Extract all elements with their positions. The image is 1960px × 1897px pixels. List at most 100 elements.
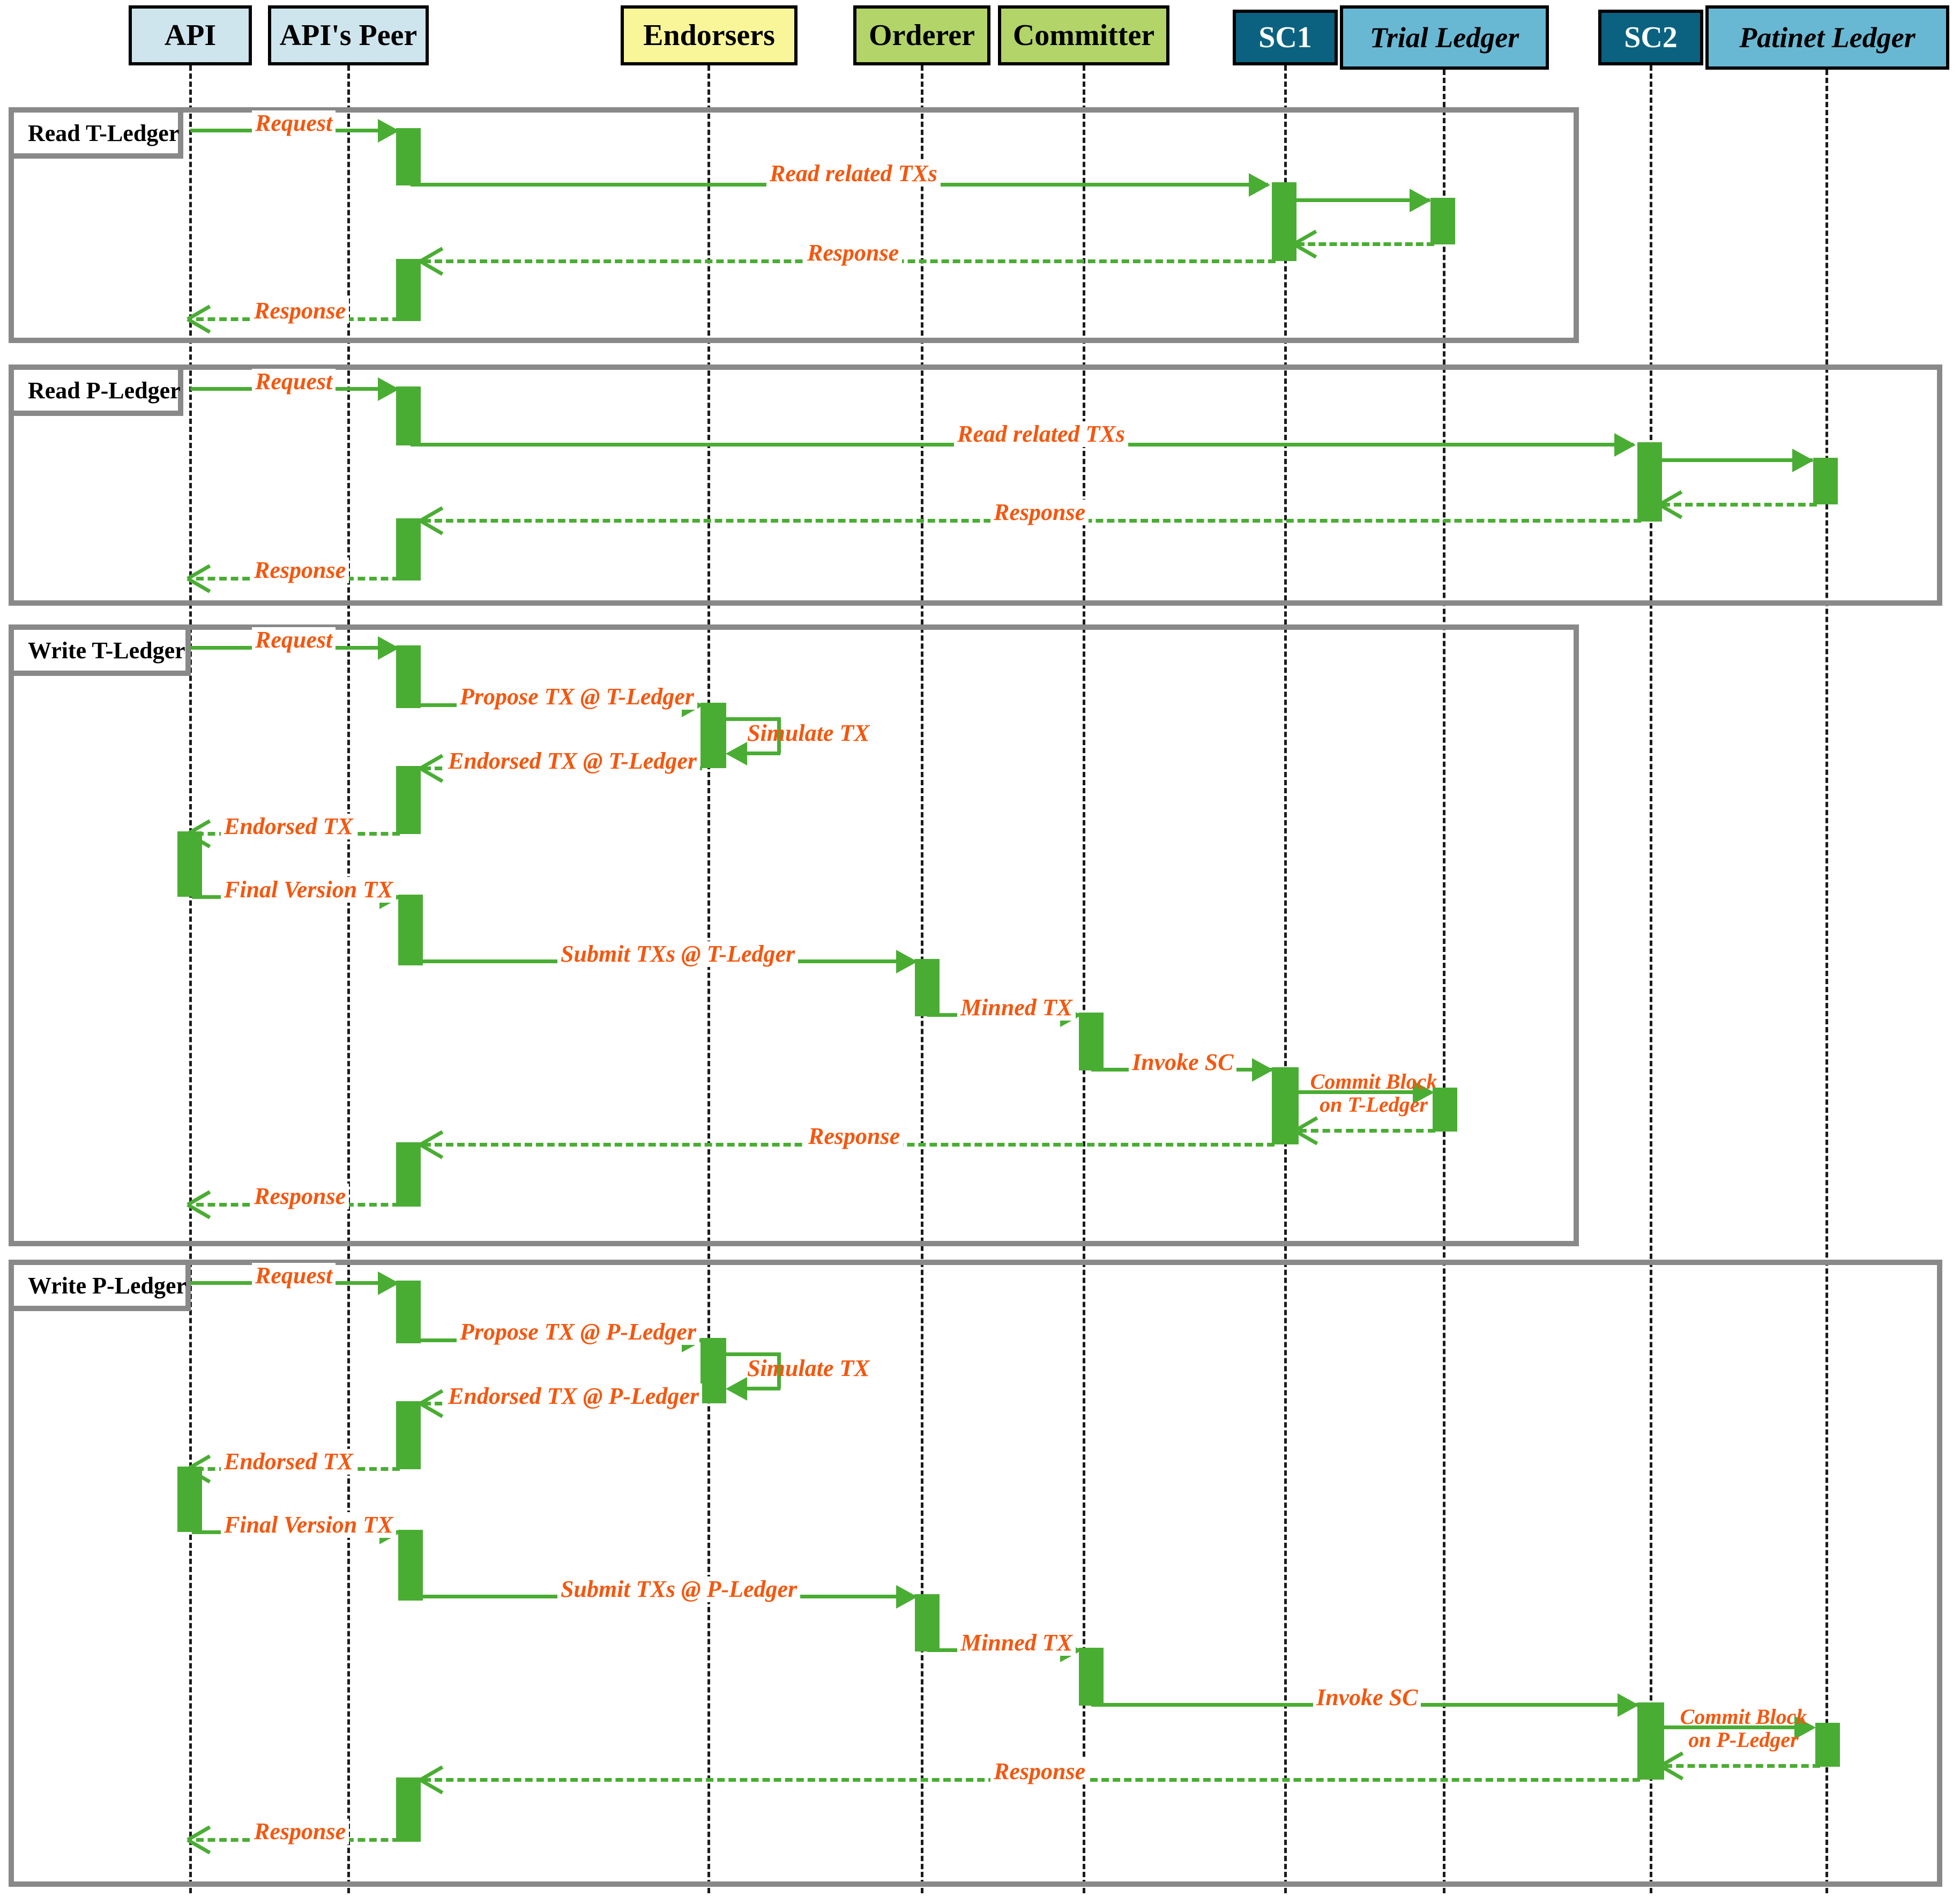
activation-endorsers-write-t (701, 703, 726, 768)
activation-peer-read-p-2 (397, 519, 420, 580)
message-label-write-p-simulate: Simulate TX (747, 1355, 870, 1381)
participant-label-patinet-ledger: Patinet Ledger (1739, 21, 1916, 54)
activation-peer-write-t-2 (397, 767, 420, 834)
participant-label-endorsers: Endorsers (643, 18, 775, 52)
arrowhead-read-p-pledger-sc2 (1659, 489, 1684, 517)
message-line-read-p-pledger-sc2 (1663, 503, 1817, 507)
arrowhead-write-t-submit (896, 950, 918, 973)
fragment-read-p-ledger (9, 364, 1942, 606)
message-label-write-t-submit: Submit TXs @ T-Ledger (557, 941, 799, 967)
message-label-write-t-response-peer: Response (805, 1124, 904, 1149)
participant-api[interactable]: API (129, 5, 252, 65)
activation-peer-read-p-1 (397, 387, 420, 445)
arrowhead-write-p-invoke (1618, 1693, 1639, 1717)
message-label-write-p-propose: Propose TX @ P-Ledger (457, 1319, 700, 1345)
arrowhead-read-p-response-api (188, 563, 212, 591)
participant-patinet-ledger[interactable]: Patinet Ledger (1705, 5, 1949, 70)
lifeline-sc1 (1284, 65, 1287, 1893)
activation-endorsers-write-p (701, 1338, 726, 1403)
message-label-write-p-submit: Submit TXs @ P-Ledger (557, 1576, 801, 1602)
activation-peer-write-p-2 (397, 1402, 420, 1469)
activation-peer-write-p-1 (397, 1281, 420, 1343)
lifeline-api-peer (347, 65, 350, 1893)
message-label-write-t-invoke: Invoke SC (1129, 1050, 1237, 1075)
arrowhead-write-p-response-api (188, 1824, 212, 1852)
arrowhead-write-p-pledger-sc2 (1660, 1750, 1685, 1778)
activation-api-write-p (178, 1467, 202, 1531)
fragment-label-read-p-ledger: Read P-Ledger (14, 370, 183, 416)
message-line-write-t-simulate-side (777, 717, 781, 754)
arrowhead-write-p-request (378, 1271, 399, 1295)
message-label-write-t-endorsed-tl: Endorsed TX @ T-Ledger (445, 748, 700, 774)
fragment-tab-text-write-p-ledger: Write P-Ledger (28, 1272, 187, 1299)
commit-block-line2-t: on T-Ledger (1320, 1092, 1428, 1117)
fragment-read-t-ledger (9, 107, 1579, 343)
participant-api-peer[interactable]: API's Peer (268, 5, 429, 65)
message-line-read-t-sc1-tledger (1286, 198, 1430, 202)
activation-peer-read-t-1 (397, 129, 420, 185)
arrowhead-write-t-response-api (188, 1189, 212, 1217)
arrowhead-write-t-tledger-sc1 (1295, 1115, 1320, 1143)
fragment-tab-text-read-t-ledger: Read T-Ledger (28, 120, 180, 146)
lifeline-api (189, 65, 192, 1893)
message-line-write-p-simulate-side (777, 1352, 781, 1389)
lifeline-committer (1083, 65, 1085, 1893)
arrowhead-read-p-request (378, 377, 399, 401)
fragment-label-read-t-ledger: Read T-Ledger (14, 113, 183, 159)
arrowhead-write-p-response-peer (420, 1764, 445, 1792)
message-line-write-p-simulate-bottom (739, 1387, 780, 1390)
message-label-write-p-invoke: Invoke SC (1313, 1685, 1421, 1710)
participant-endorsers[interactable]: Endorsers (621, 5, 798, 65)
activation-orderer-write-p (915, 1595, 939, 1651)
participant-sc1[interactable]: SC1 (1233, 10, 1338, 65)
message-label-read-p-response-api: Response (251, 557, 349, 583)
commit-block-line1-p: Commit Block (1680, 1705, 1807, 1729)
activation-peer-write-t-1 (397, 646, 420, 708)
message-label-write-t-minned: Minned TX (957, 995, 1076, 1021)
message-label-write-t-propose: Propose TX @ T-Ledger (457, 684, 698, 710)
message-line-write-t-tledger-sc1 (1299, 1129, 1435, 1133)
activation-patinet-ledger-write-p (1816, 1723, 1839, 1766)
fragment-label-write-t-ledger: Write T-Ledger (14, 630, 191, 676)
message-label-write-p-endorsed: Endorsed TX (221, 1449, 356, 1475)
participant-label-trial-ledger: Trial Ledger (1369, 21, 1519, 54)
message-line-read-t-tledger-sc1 (1297, 242, 1434, 246)
message-label-write-t-response-api: Response (251, 1184, 349, 1209)
participant-committer[interactable]: Committer (998, 5, 1169, 65)
message-label-read-t-read-related: Read related TXs (766, 161, 941, 187)
activation-peer-write-t-3 (399, 895, 422, 965)
participant-label-api-peer: API's Peer (279, 18, 418, 52)
message-line-write-t-simulate-bottom (739, 752, 780, 755)
message-label-write-p-request: Request (252, 1263, 336, 1289)
commit-block-line1-t: Commit Block (1310, 1069, 1437, 1093)
participant-label-committer: Committer (1012, 18, 1155, 52)
message-label-write-p-commit: Commit Block on P-Ledger (1673, 1705, 1814, 1751)
message-label-write-p-endorsed-pl: Endorsed TX @ P-Ledger (445, 1383, 703, 1409)
lifeline-patinet-ledger (1825, 70, 1828, 1893)
arrowhead-read-t-response-api (188, 303, 212, 331)
message-label-read-t-response-peer: Response (804, 240, 903, 266)
message-label-write-t-commit: Commit Block on T-Ledger (1306, 1070, 1442, 1116)
fragment-tab-text-write-t-ledger: Write T-Ledger (28, 637, 185, 664)
arrowhead-write-p-submit (896, 1585, 918, 1609)
fragment-write-p-ledger (9, 1260, 1942, 1887)
fragment-tab-text-read-p-ledger: Read P-Ledger (28, 377, 181, 404)
message-label-write-t-endorsed: Endorsed TX (221, 814, 356, 839)
lifeline-trial-ledger (1443, 70, 1445, 1893)
activation-committer-write-p (1079, 1648, 1103, 1705)
activation-peer-write-p-3 (399, 1530, 422, 1600)
activation-orderer-write-t (915, 959, 939, 1016)
arrowhead-read-p-sc2-pledger (1792, 449, 1814, 472)
arrowhead-write-p-simulate (726, 1377, 747, 1401)
activation-sc1-read-t (1272, 183, 1296, 261)
arrowhead-write-p-commit (1794, 1716, 1816, 1739)
participant-sc2[interactable]: SC2 (1598, 10, 1703, 65)
participant-trial-ledger[interactable]: Trial Ledger (1340, 5, 1549, 70)
lifeline-endorsers (707, 65, 710, 1893)
message-label-write-t-final: Final Version TX (221, 877, 397, 903)
arrowhead-write-t-invoke (1252, 1058, 1273, 1082)
participant-orderer[interactable]: Orderer (853, 5, 990, 65)
fragment-label-write-p-ledger: Write P-Ledger (14, 1265, 191, 1311)
lifeline-sc2 (1650, 65, 1652, 1893)
arrowhead-read-p-response-peer (420, 505, 445, 533)
